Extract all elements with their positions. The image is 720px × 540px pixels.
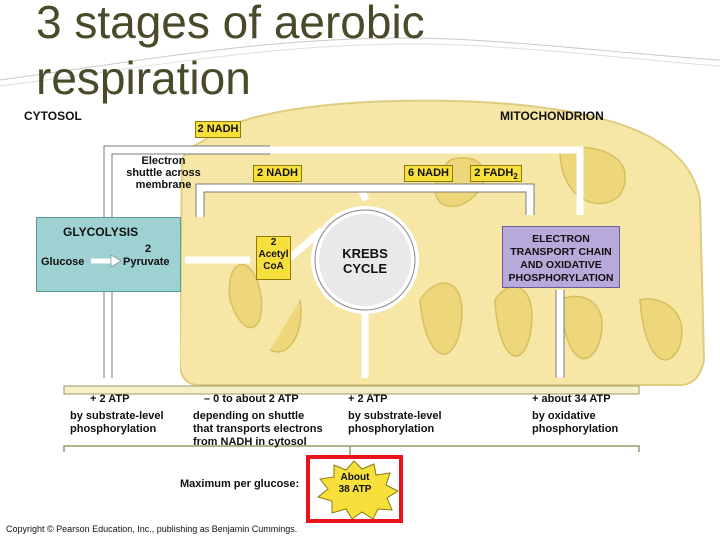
glycolysis-title: GLYCOLYSIS [63,225,139,239]
yield-1-desc: by substrate-level phosphorylation [70,410,164,435]
slide-title: 3 stages of aerobic respiration [36,0,425,104]
pyruvate-count: 2 [145,243,152,255]
fadh2-box: 2 FADH2 [470,165,522,182]
burst-shape [316,460,399,519]
maximum-label: Maximum per glucose: [180,478,300,490]
krebs-cycle-circle [311,206,419,314]
yield-bracket [63,385,640,460]
nadh-shuttle-box: 2 NADH [253,165,302,182]
nadh-top-box: 2 NADH [195,121,241,138]
pyruvate-label: Pyruvate [123,256,170,268]
total-highlight-box: About 38 ATP [306,455,403,523]
nadh-krebs-box: 6 NADH [404,165,453,182]
krebs-cycle-label: KREBS CYCLE [342,246,388,276]
cytosol-label: CYTOSOL [24,109,82,123]
glycolysis-box: GLYCOLYSIS Glucose 2 Pyruvate [36,217,181,292]
copyright-text: Copyright © Pearson Education, Inc., pub… [6,524,298,534]
yield-3-amount: + 2 ATP [348,393,388,405]
mitochondrion-label: MITOCHONDRION [500,109,604,123]
total-atp-label: About 38 ATP [338,472,372,495]
yield-2-amount: – 0 to about 2 ATP [204,393,299,405]
acetyl-coa-box: 2 Acetyl CoA [256,236,291,280]
etc-box: ELECTRON TRANSPORT CHAIN AND OXIDATIVE P… [502,226,620,288]
glucose-label: Glucose [41,256,85,268]
yield-3-desc: by substrate-level phosphorylation [348,410,442,435]
yield-4-amount: + about 34 ATP [532,393,611,405]
yield-2-desc: depending on shuttle that transports ele… [193,410,323,448]
title-decoration [0,37,720,87]
yield-4-desc: by oxidative phosphorylation [532,410,619,435]
cristae [228,146,683,361]
flow-arrows [104,146,584,378]
flow-arrow-outlines [103,145,565,378]
glucose-arrow [91,255,121,267]
fadh2-subscript: 2 [513,172,518,182]
electron-shuttle-label: Electron shuttle across membrane [126,155,201,191]
yield-1-amount: + 2 ATP [90,393,130,405]
fadh2-text: 2 FADH [474,167,514,179]
